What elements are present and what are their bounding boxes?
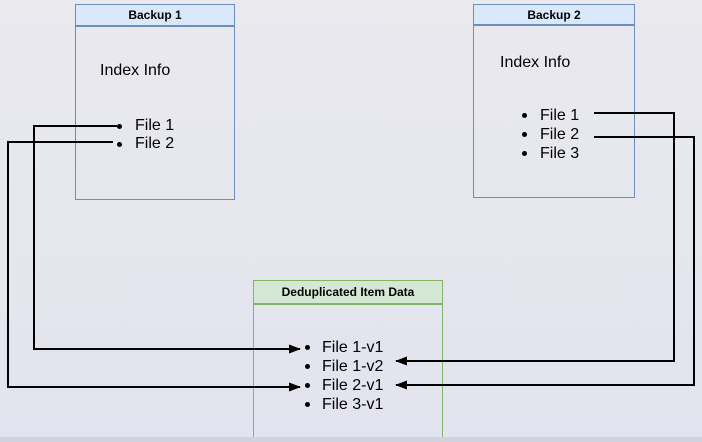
bullet-icon <box>117 141 122 147</box>
bullet-icon <box>305 364 310 369</box>
backup2-index-info-label: Index Info <box>500 54 571 71</box>
file-label: File 1 <box>540 106 580 124</box>
dedup-title: Deduplicated Item Data <box>281 285 415 299</box>
list-item: File 3-v1 <box>305 395 383 414</box>
backup1-file-list: File 1 File 2 <box>117 117 174 153</box>
file-label: File 1-v1 <box>322 338 384 356</box>
backup1-header: Backup 1 <box>75 4 235 26</box>
file-label: File 2 <box>135 135 175 152</box>
bullet-icon <box>117 123 122 129</box>
list-item: File 2 <box>522 125 579 144</box>
bullet-icon <box>522 113 527 118</box>
list-item: File 1-v2 <box>305 357 383 376</box>
bullet-icon <box>305 402 310 407</box>
file-label: File 3 <box>540 144 580 162</box>
list-item: File 2 <box>117 135 174 153</box>
file-label: File 2 <box>540 125 580 143</box>
file-label: File 1 <box>135 117 175 134</box>
backup2-title: Backup 2 <box>527 7 581 22</box>
canvas-bottom-edge <box>0 437 702 442</box>
list-item: File 2-v1 <box>305 376 383 395</box>
file-label: File 2-v1 <box>322 376 384 394</box>
backup1-box <box>75 26 235 200</box>
bullet-icon <box>522 132 527 137</box>
backup2-file-list: File 1 File 2 File 3 <box>522 106 579 163</box>
file-label: File 3-v1 <box>322 395 384 413</box>
dedup-file-list: File 1-v1 File 1-v2 File 2-v1 File 3-v1 <box>305 338 383 414</box>
list-item: File 1-v1 <box>305 338 383 357</box>
list-item: File 3 <box>522 144 579 163</box>
bullet-icon <box>522 151 527 156</box>
list-item: File 1 <box>117 117 174 135</box>
list-item: File 1 <box>522 106 579 125</box>
backup2-header: Backup 2 <box>473 4 635 25</box>
backup1-index-info-label: Index Info <box>100 62 171 79</box>
bullet-icon <box>305 383 310 388</box>
backup1-title: Backup 1 <box>128 8 182 22</box>
dedup-header: Deduplicated Item Data <box>253 280 443 304</box>
bullet-icon <box>305 345 310 350</box>
file-label: File 1-v2 <box>322 357 384 375</box>
